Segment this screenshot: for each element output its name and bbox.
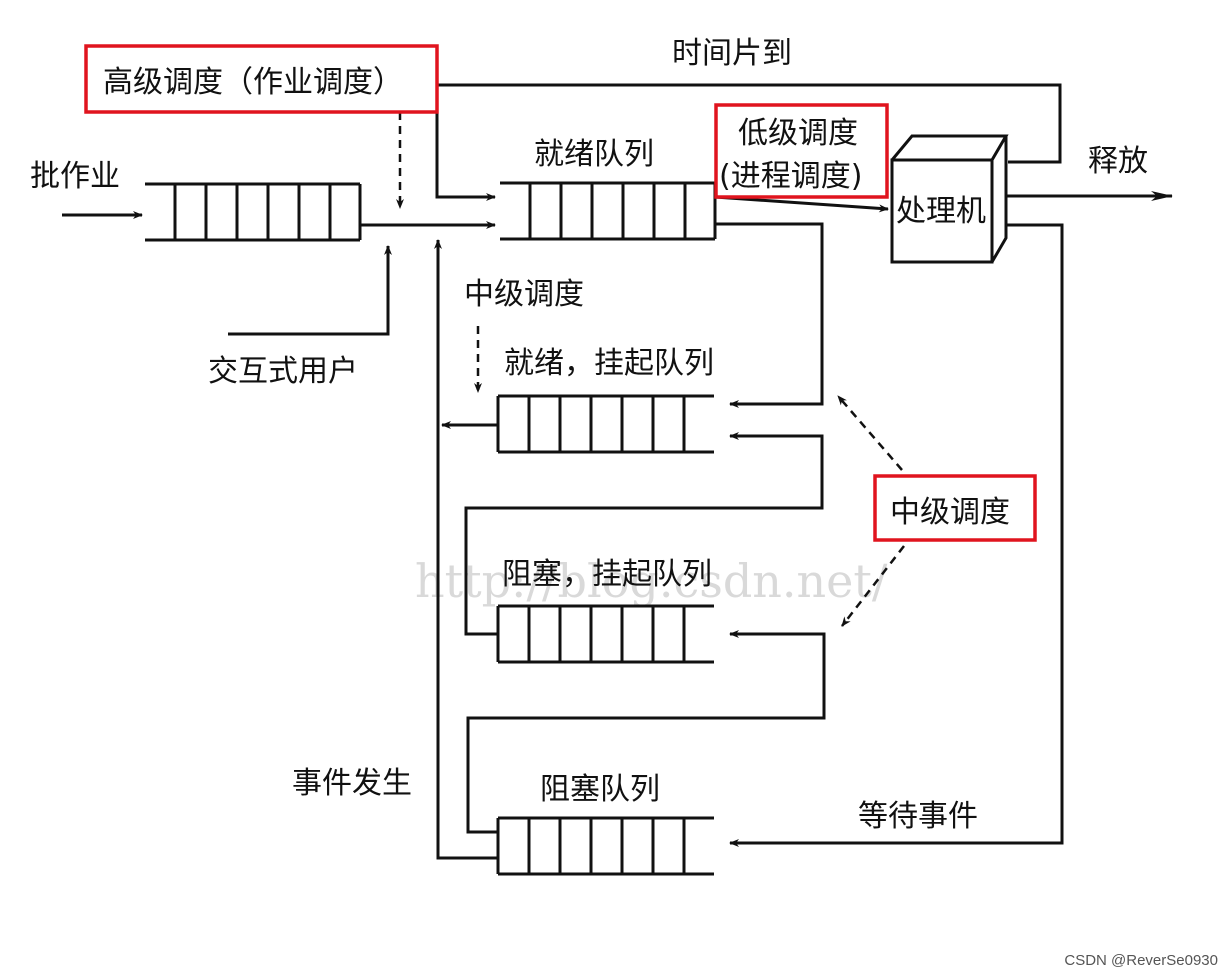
mid-schedule-boxed-label: 中级调度: [890, 495, 1010, 530]
process-schedule-label: (进程调度): [719, 159, 862, 194]
interactive-user-arrow: [228, 245, 392, 336]
ready-suspended-queue: [496, 394, 714, 454]
blocked-susp-to-ready-susp-arrow: [464, 432, 824, 636]
blocked-suspended-queue: [496, 604, 714, 664]
mid-schedule-top-label: 中级调度: [464, 277, 584, 312]
wait-event-arrow: [729, 223, 1064, 847]
time-slice-loop: [435, 83, 1062, 201]
wait-event-label: 等待事件: [858, 799, 978, 834]
mid-schedule-dashed-down: [841, 545, 905, 627]
mid-schedule-dashed-up: [837, 395, 903, 471]
ready-suspended-label: 就绪，挂起队列: [504, 346, 714, 381]
interactive-user-label: 交互式用户: [208, 354, 358, 389]
high-schedule-highlight: [84, 44, 439, 114]
dispatch-arrow: [714, 195, 889, 213]
batch-queue: [145, 182, 362, 242]
blocked-queue-label: 阻塞队列: [540, 772, 660, 807]
release-label: 释放: [1088, 144, 1148, 179]
low-schedule-label: 低级调度: [738, 116, 858, 151]
batch-jobs-label: 批作业: [30, 159, 120, 194]
ready-queue-label: 就绪队列: [534, 137, 654, 172]
event-occurs-label: 事件发生: [292, 766, 412, 801]
credit-text: CSDN @ReverSe0930: [1064, 952, 1218, 969]
suspend-blocked-arrow: [466, 630, 826, 834]
event-occurs-line: [434, 239, 498, 860]
ready-queue: [500, 181, 717, 241]
blocked-queue: [496, 816, 714, 876]
time-slice-label: 时间片到: [672, 36, 792, 71]
processor-box: 处理机: [890, 134, 1009, 264]
mid-schedule-highlight: [873, 474, 1037, 542]
low-schedule-highlight: [714, 103, 889, 199]
high-schedule-label: 高级调度（作业调度）: [103, 65, 403, 100]
blocked-suspended-label: 阻塞，挂起队列: [502, 557, 712, 592]
suspend-ready-arrow: [715, 222, 824, 408]
watermark: http://blog.csdn.net/: [415, 554, 888, 608]
processor-label: 处理机: [896, 194, 986, 229]
